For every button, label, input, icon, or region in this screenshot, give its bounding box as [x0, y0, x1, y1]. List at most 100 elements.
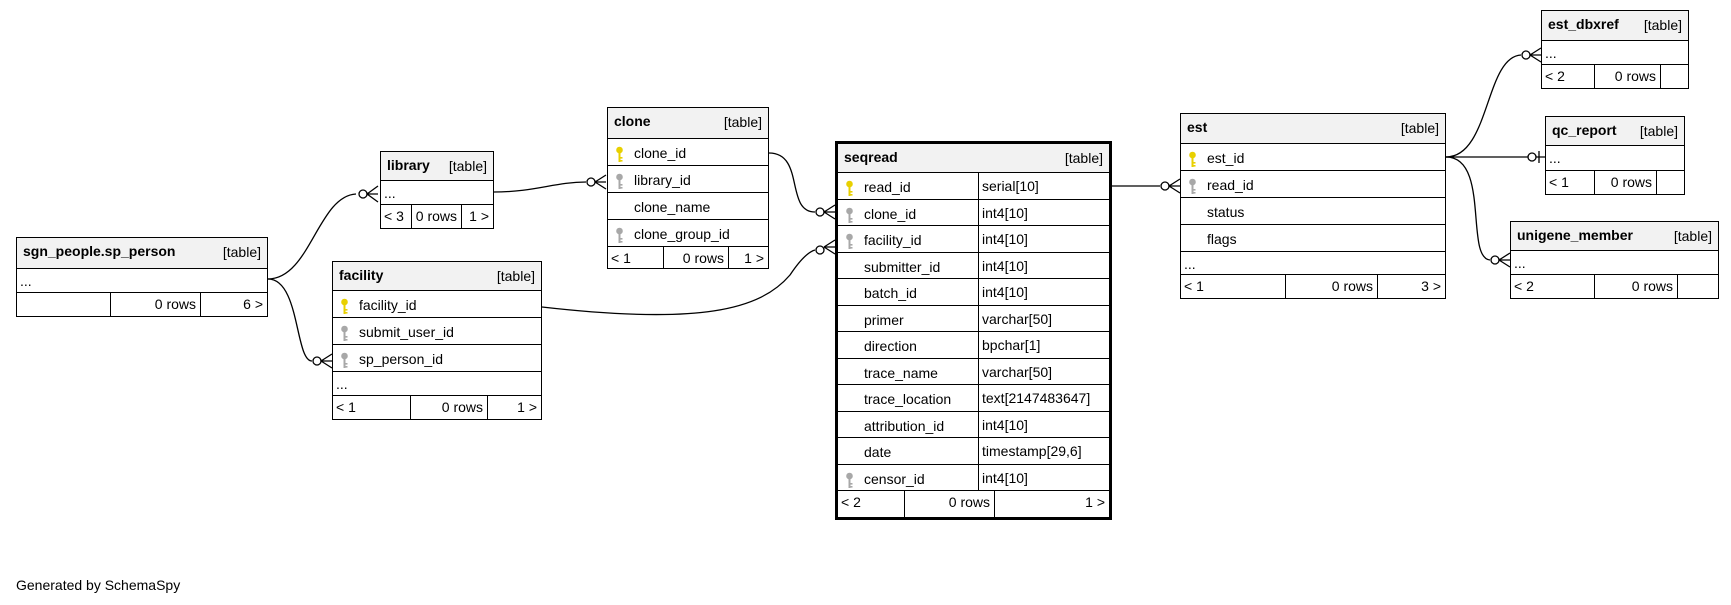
table-type: [table]	[723, 114, 762, 130]
parents-count[interactable]: < 2	[1545, 68, 1565, 84]
table-type: [table]	[448, 158, 487, 174]
columns-ellipsis: ...	[1546, 145, 1684, 170]
parents-count[interactable]: < 2	[1514, 278, 1534, 294]
parents-count[interactable]: < 3	[384, 208, 404, 224]
table-sgn-people-sp-person[interactable]: sgn_people.sp_person [table] ... 0 rows …	[16, 237, 268, 317]
column-name: clone_id	[864, 205, 917, 222]
table-header: est_dbxref [table]	[1542, 11, 1688, 40]
table-type: [table]	[1639, 123, 1678, 139]
table-type: [table]	[496, 268, 535, 284]
column-row-clone-id[interactable]: clone_id int4[10]	[838, 198, 1109, 225]
table-qc-report[interactable]: qc_report [table] ... < 1 0 rows	[1545, 116, 1685, 195]
parents-count[interactable]: < 1	[611, 250, 631, 266]
column-row-clone-group-id[interactable]: clone_group_id	[608, 219, 768, 246]
table-name: unigene_member	[1517, 227, 1633, 243]
parents-count[interactable]	[17, 293, 110, 316]
row-count: 0 rows	[1285, 275, 1377, 298]
children-count[interactable]: 1 >	[487, 396, 541, 419]
table-header: unigene_member [table]	[1511, 222, 1718, 250]
column-row-est-id[interactable]: est_id	[1181, 143, 1445, 170]
column-name: trace_location	[864, 391, 952, 407]
column-name: attribution_id	[864, 417, 945, 434]
columns-ellipsis: ...	[17, 268, 267, 292]
table-name: library	[387, 157, 430, 173]
children-count[interactable]	[1660, 65, 1688, 88]
table-name: est_dbxref	[1548, 16, 1619, 32]
edge-seqread-est-optional-end	[1160, 181, 1170, 191]
column-type: int4[10]	[978, 199, 1109, 225]
column-name: read_id	[1207, 177, 1254, 193]
column-row-read-id[interactable]: read_id	[1181, 170, 1445, 197]
edge-est-unigene-member-optional-end	[1490, 255, 1500, 265]
table-type: [table]	[1064, 150, 1103, 166]
row-count: 0 rows	[1594, 65, 1660, 88]
children-count[interactable]: 1 >	[994, 491, 1109, 517]
children-count[interactable]: 1 >	[461, 205, 493, 228]
edge-sp-person-facility	[267, 278, 313, 362]
table-name: seqread	[844, 149, 898, 165]
table-header: est [table]	[1181, 114, 1445, 143]
column-row-facility-id[interactable]: facility_id	[333, 290, 541, 317]
columns-ellipsis: ...	[381, 180, 493, 204]
row-count: 0 rows	[904, 491, 994, 517]
children-count[interactable]: 6 >	[200, 293, 267, 316]
column-row-flags[interactable]: flags	[1181, 224, 1445, 251]
parents-count[interactable]: < 1	[1184, 278, 1204, 294]
column-name: batch_id	[864, 285, 917, 301]
column-type: int4[10]	[978, 279, 1109, 305]
column-row-batch-id[interactable]: batch_id int4[10]	[838, 278, 1109, 305]
children-count[interactable]: 1 >	[728, 247, 768, 268]
children-count[interactable]: 3 >	[1377, 275, 1445, 298]
column-name: status	[1207, 204, 1245, 220]
column-row-clone-name[interactable]: clone_name	[608, 192, 768, 219]
column-row-library-id[interactable]: library_id	[608, 165, 768, 192]
ellipsis-text: ...	[1545, 45, 1557, 61]
column-name: date	[864, 444, 892, 460]
table-type: [table]	[1643, 17, 1682, 33]
column-row-submit-user-id[interactable]: submit_user_id	[333, 317, 541, 344]
table-est-dbxref[interactable]: est_dbxref [table] ... < 2 0 rows	[1541, 10, 1689, 89]
column-row-status[interactable]: status	[1181, 197, 1445, 224]
children-count[interactable]	[1656, 171, 1684, 194]
primary-key-icon	[615, 146, 624, 163]
edge-library-clone-crowfoot	[594, 174, 607, 190]
parents-count[interactable]: < 1	[336, 399, 356, 415]
table-header: qc_report [table]	[1546, 117, 1684, 145]
ellipsis-text: ...	[1514, 255, 1526, 271]
ellipsis-text: ...	[1549, 150, 1561, 166]
children-count[interactable]	[1677, 275, 1718, 298]
row-count: 0 rows	[663, 247, 728, 268]
parents-count[interactable]: < 2	[841, 494, 861, 510]
foreign-key-icon	[1188, 178, 1197, 195]
table-footer: < 1 0 rows 3 >	[1181, 274, 1445, 298]
edge-library-clone-optional-end	[586, 177, 596, 187]
column-name: clone_name	[634, 199, 711, 215]
edge-clone-seqread	[768, 152, 816, 213]
table-name: clone	[614, 113, 651, 129]
table-library[interactable]: library [table] ... < 3 0 rows 1 >	[380, 151, 494, 229]
table-footer: < 2 0 rows	[1542, 64, 1688, 88]
column-row-clone-id[interactable]: clone_id	[608, 138, 768, 165]
edge-est-qc-report-optional-end	[1527, 152, 1537, 162]
table-header: clone [table]	[608, 108, 768, 138]
edge-sp-person-library	[267, 193, 357, 280]
column-row-sp-person-id[interactable]: sp_person_id	[333, 344, 541, 371]
table-unigene-member[interactable]: unigene_member [table] ... < 2 0 rows	[1510, 221, 1719, 299]
primary-key-icon	[340, 298, 349, 315]
foreign-key-icon	[615, 227, 624, 244]
parents-count[interactable]: < 1	[1549, 174, 1569, 190]
